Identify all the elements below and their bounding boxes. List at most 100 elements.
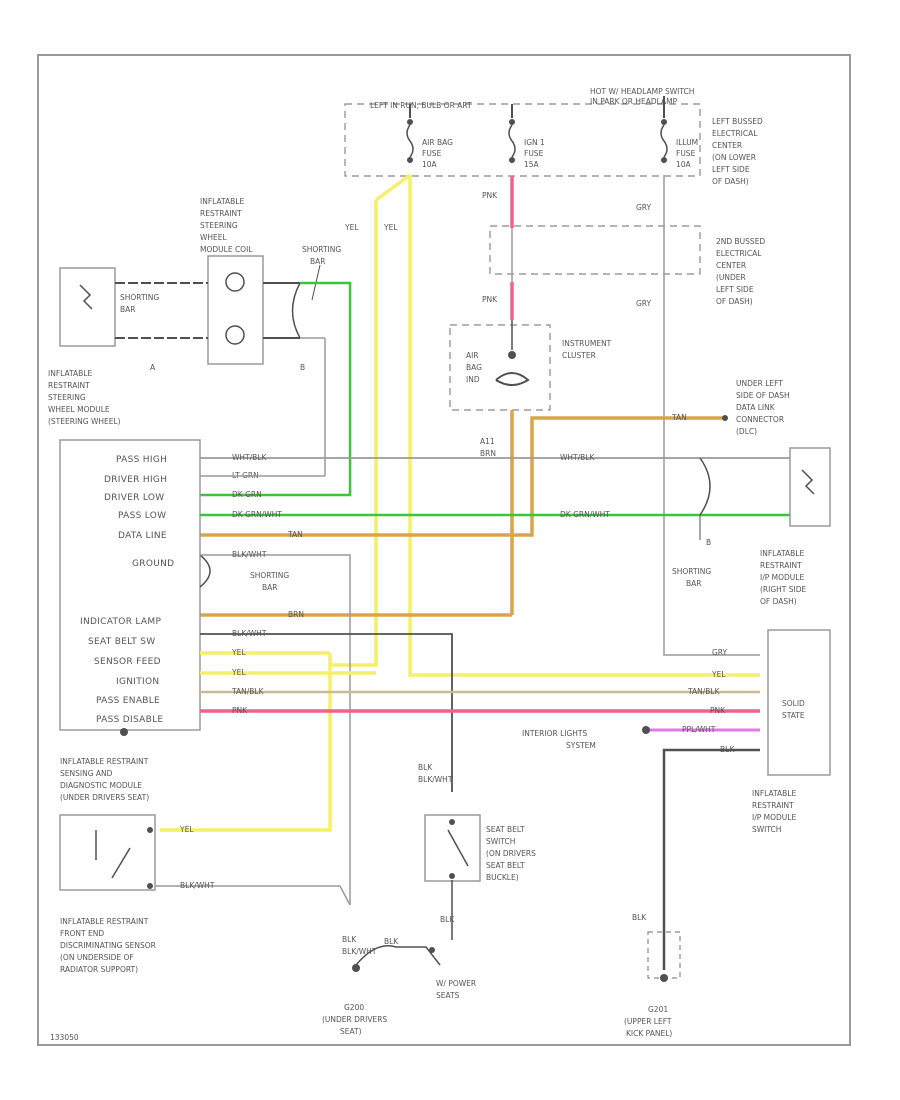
- svg-text:PNK: PNK: [710, 706, 726, 715]
- svg-text:FUSE: FUSE: [524, 149, 544, 158]
- svg-text:BLK/WHT: BLK/WHT: [342, 947, 377, 956]
- svg-text:YEL: YEL: [231, 668, 246, 677]
- svg-text:TAN/BLK: TAN/BLK: [687, 687, 721, 696]
- svg-text:BLK: BLK: [720, 745, 735, 754]
- svg-text:(ON DRIVERS: (ON DRIVERS: [486, 849, 536, 858]
- shorting-bar-left-label: SHORTING BAR: [120, 293, 159, 314]
- svg-text:SOLID: SOLID: [782, 699, 805, 708]
- shorting-bar-right-label: SHORTING BAR: [302, 245, 341, 266]
- shorting-bar-pass-label: SHORTING BAR: [672, 567, 711, 588]
- svg-text:DRIVER HIGH: DRIVER HIGH: [104, 475, 167, 485]
- svg-text:PNK: PNK: [482, 295, 498, 304]
- svg-text:GROUND: GROUND: [132, 559, 174, 569]
- svg-text:INFLATABLE RESTRAINT: INFLATABLE RESTRAINT: [60, 757, 149, 766]
- svg-text:INTERIOR LIGHTS: INTERIOR LIGHTS: [522, 729, 587, 738]
- discriminating-sensor: [59, 814, 156, 891]
- svg-text:BAG: BAG: [466, 363, 482, 372]
- svg-text:BLK/WHT: BLK/WHT: [180, 881, 215, 890]
- svg-text:BAR: BAR: [120, 305, 136, 314]
- svg-text:BAR: BAR: [262, 583, 278, 592]
- wire-tan-data-line: [200, 416, 725, 537]
- svg-text:BLK/WHT: BLK/WHT: [418, 775, 453, 784]
- svg-text:DRIVER LOW: DRIVER LOW: [104, 493, 164, 503]
- solid-state-label: SOLID STATE: [782, 699, 805, 720]
- svg-text:G201: G201: [648, 1005, 668, 1014]
- svg-text:PNK: PNK: [232, 706, 248, 715]
- svg-text:STEERING: STEERING: [200, 221, 238, 230]
- sdm-pin-labels: PASS HIGH DRIVER HIGH DRIVER LOW PASS LO…: [80, 455, 174, 725]
- wire-yel-sensor: [160, 653, 332, 832]
- svg-text:BAR: BAR: [310, 257, 326, 266]
- wire-yel-sensor-feed: [408, 175, 760, 677]
- svg-text:(ON UNDERSIDE OF: (ON UNDERSIDE OF: [60, 953, 134, 962]
- solid-state-switch: [767, 629, 831, 776]
- svg-text:DK GRN: DK GRN: [232, 490, 262, 499]
- svg-text:SWITCH: SWITCH: [486, 837, 515, 846]
- figure-id: 133050: [50, 1033, 79, 1042]
- svg-text:INFLATABLE: INFLATABLE: [752, 789, 796, 798]
- air-bag-fuse: AIR BAG FUSE 10A: [406, 119, 453, 169]
- svg-text:INFLATABLE: INFLATABLE: [760, 549, 804, 558]
- svg-text:(STEERING WHEEL): (STEERING WHEEL): [48, 417, 121, 426]
- svg-text:AIR BAG: AIR BAG: [422, 138, 453, 147]
- fuse-block-title-right-2: IN PARK OR HEADLAMP: [590, 97, 678, 106]
- svg-text:SEAT BELT: SEAT BELT: [486, 861, 525, 870]
- svg-text:BLK/WHT: BLK/WHT: [232, 629, 267, 638]
- svg-text:(RIGHT SIDE: (RIGHT SIDE: [760, 585, 807, 594]
- svg-text:BRN: BRN: [288, 610, 304, 619]
- svg-text:(UNDER: (UNDER: [716, 273, 746, 282]
- illum-fuse: ILLUM FUSE 10A: [660, 119, 698, 169]
- svg-text:OF DASH): OF DASH): [716, 297, 753, 306]
- sdm-label: INFLATABLE RESTRAINT SENSING AND DIAGNOS…: [60, 757, 149, 802]
- ground-g200-label: G200 (UNDER DRIVERS SEAT): [322, 1003, 387, 1036]
- svg-text:CONNECTOR: CONNECTOR: [736, 415, 784, 424]
- svg-text:INDICATOR LAMP: INDICATOR LAMP: [80, 617, 161, 627]
- svg-text:GRY: GRY: [636, 203, 652, 212]
- svg-text:BAR: BAR: [686, 579, 702, 588]
- svg-text:WHEEL: WHEEL: [200, 233, 228, 242]
- svg-text:SHORTING: SHORTING: [250, 571, 289, 580]
- svg-text:B: B: [300, 363, 305, 372]
- svg-text:INSTRUMENT: INSTRUMENT: [562, 339, 612, 348]
- wire-blk-wht-ground: [200, 554, 351, 905]
- wire-blk-wht-seat-belt: [200, 633, 453, 792]
- svg-text:INFLATABLE: INFLATABLE: [48, 369, 92, 378]
- svg-text:CENTER: CENTER: [712, 141, 742, 150]
- second-bussed-center-outline: [489, 225, 701, 275]
- svg-text:LEFT BUSSED: LEFT BUSSED: [712, 117, 763, 126]
- svg-text:B: B: [706, 538, 711, 547]
- svg-text:A11: A11: [480, 437, 495, 446]
- svg-text:WHEEL MODULE: WHEEL MODULE: [48, 405, 110, 414]
- svg-text:SENSOR FEED: SENSOR FEED: [94, 657, 161, 667]
- instrument-cluster-label: INSTRUMENT CLUSTER: [562, 339, 612, 360]
- svg-text:(UNDER DRIVERS: (UNDER DRIVERS: [322, 1015, 387, 1024]
- svg-text:(DLC): (DLC): [736, 427, 757, 436]
- svg-text:ELECTRICAL: ELECTRICAL: [712, 129, 758, 138]
- svg-text:AIR: AIR: [466, 351, 479, 360]
- svg-text:INFLATABLE RESTRAINT: INFLATABLE RESTRAINT: [60, 917, 149, 926]
- svg-text:DISCRIMINATING SENSOR: DISCRIMINATING SENSOR: [60, 941, 156, 950]
- svg-text:SIDE OF DASH: SIDE OF DASH: [736, 391, 790, 400]
- svg-text:DK GRN/WHT: DK GRN/WHT: [232, 510, 282, 519]
- svg-text:STEERING: STEERING: [48, 393, 86, 402]
- svg-text:MODULE COIL: MODULE COIL: [200, 245, 253, 254]
- svg-text:BLK: BLK: [384, 937, 399, 946]
- svg-text:PASS LOW: PASS LOW: [118, 511, 166, 521]
- svg-text:BRN: BRN: [480, 449, 496, 458]
- instrument-cluster-outline: [449, 324, 551, 411]
- dlc-terminal: [722, 415, 728, 421]
- svg-text:SWITCH: SWITCH: [752, 825, 781, 834]
- svg-text:WHT/BLK: WHT/BLK: [232, 453, 267, 462]
- steering-wheel-module-coil: [207, 255, 264, 365]
- svg-text:SHORTING: SHORTING: [120, 293, 159, 302]
- ground-g201-label: G201 (UPPER LEFT KICK PANEL): [624, 1005, 672, 1038]
- shorting-bar-right: [291, 282, 301, 339]
- svg-text:10A: 10A: [676, 160, 692, 169]
- svg-text:SHORTING: SHORTING: [672, 567, 711, 576]
- diagram-frame: [37, 54, 851, 1046]
- svg-text:YEL: YEL: [179, 825, 194, 834]
- svg-text:WHT/BLK: WHT/BLK: [560, 453, 595, 462]
- svg-text:PASS ENABLE: PASS ENABLE: [96, 696, 160, 706]
- svg-text:RESTRAINT: RESTRAINT: [200, 209, 242, 218]
